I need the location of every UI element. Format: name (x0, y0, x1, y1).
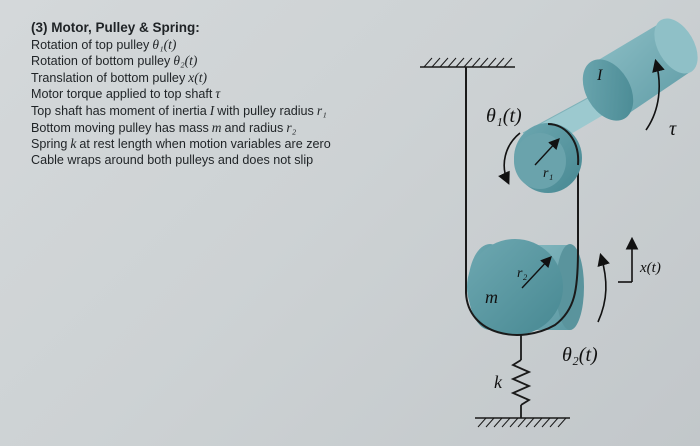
line-text: Rotation of top pulley (31, 37, 150, 52)
top-pulley (514, 123, 582, 193)
theta1-arrow (498, 132, 521, 185)
theta1-symbol: θ₁(t) (152, 36, 177, 52)
mass-symbol: m (211, 119, 222, 135)
label-theta1: θ₁(t) (486, 105, 522, 127)
problem-title: (3) Motor, Pulley & Spring: (31, 20, 200, 35)
line-text: Translation of bottom pulley (31, 70, 186, 85)
r2-arrow (521, 255, 552, 289)
ground-support (475, 417, 570, 428)
cable-around-bottom-pulley (465, 165, 579, 336)
theta2-symbol: θ₂(t) (173, 53, 198, 69)
line-text-2: with pulley radius (217, 103, 314, 118)
spring (510, 335, 532, 418)
spring-symbol: k (70, 136, 77, 152)
inertia-cylinder (582, 18, 698, 121)
ceiling-support (420, 57, 515, 68)
inertia-symbol: I (209, 102, 215, 118)
line-text-2: and radius (224, 120, 284, 135)
r1-arrow (534, 137, 560, 166)
line-text: Bottom moving pulley has mass (31, 120, 209, 135)
line-text: Spring (31, 137, 68, 152)
label-theta2: θ₂(t) (562, 344, 598, 366)
label-x: x(t) (639, 260, 661, 276)
tau-symbol: τ (215, 86, 221, 102)
x-arrow (618, 236, 639, 283)
bottom-pulley (467, 239, 584, 335)
label-mass: m (485, 287, 498, 307)
label-tau: τ (669, 118, 677, 140)
problem-line-8: Cable wraps around both pulleys and does… (31, 153, 431, 169)
theta2-arrow (597, 252, 610, 323)
line-text: Top shaft has moment of inertia (31, 103, 207, 118)
line-text: Rotation of bottom pulley (31, 54, 171, 69)
x-symbol: x(t) (188, 69, 207, 85)
r2-symbol: r₂ (286, 119, 297, 135)
line-text: Cable wraps around both pulleys and does… (31, 152, 314, 167)
r1-symbol: r₁ (316, 102, 327, 118)
problem-statement: (3) Motor, Pulley & Spring: Rotation of … (31, 20, 431, 168)
line-text: Motor torque applied to top shaft (31, 87, 213, 102)
label-spring: k (494, 372, 503, 392)
label-r1: r₁ (543, 166, 553, 181)
tau-arrow (645, 58, 665, 131)
label-inertia: I (596, 67, 603, 84)
cable-over-top-pulley (547, 123, 580, 166)
line-text-2: at rest length when motion variables are… (79, 137, 331, 152)
label-r2: r₂ (517, 266, 527, 281)
